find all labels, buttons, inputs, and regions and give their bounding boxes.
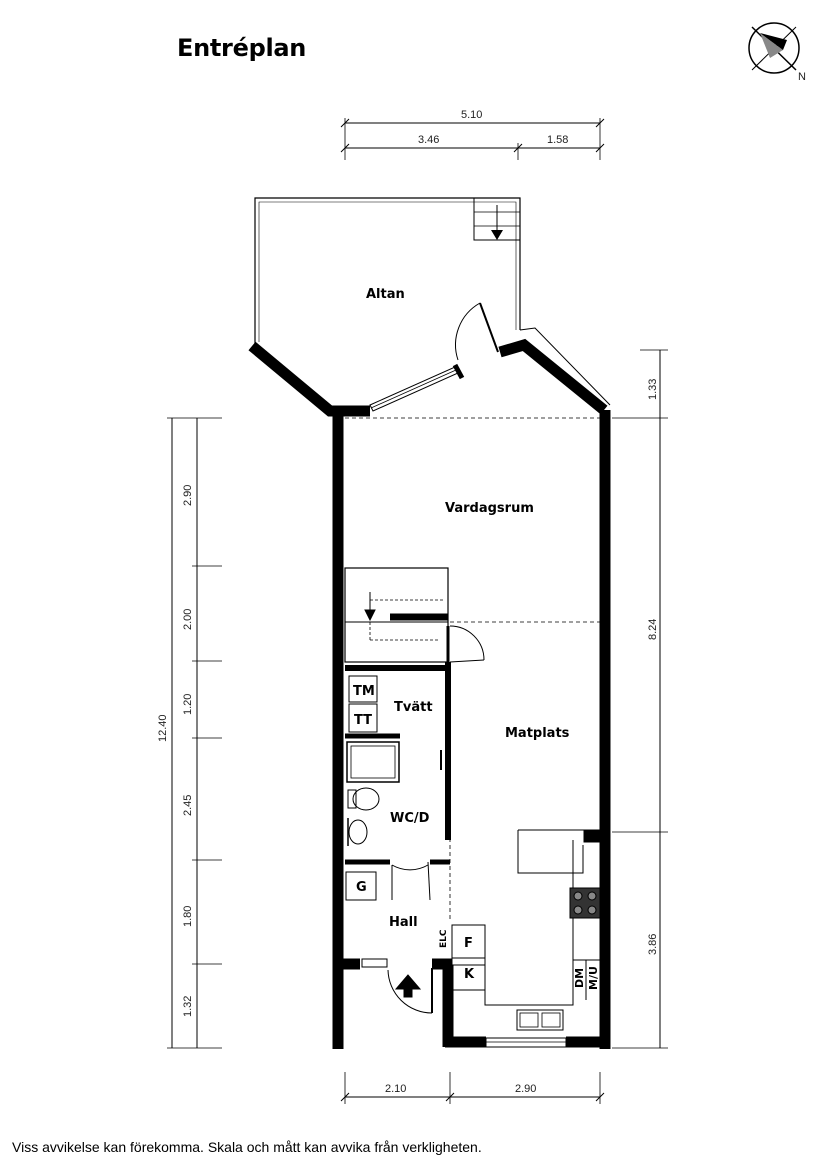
bottom-dimensions: 2.10 2.90 bbox=[340, 1072, 605, 1104]
appliance-elc: ELC bbox=[439, 929, 449, 948]
altan-window bbox=[369, 363, 465, 412]
compass-label: N bbox=[798, 71, 806, 83]
dim-right-3: 3.86 bbox=[647, 934, 659, 955]
exterior-walls bbox=[248, 338, 611, 1049]
dim-right-2: 8.24 bbox=[647, 619, 659, 640]
disclaimer-text: Viss avvikelse kan förekomma. Skala och … bbox=[12, 1139, 482, 1155]
dim-left-total: 12.40 bbox=[157, 714, 169, 742]
left-dimensions: 12.40 2.90 2.00 1.20 2.45 1.80 1.32 bbox=[157, 417, 222, 1049]
room-label-hall: Hall bbox=[389, 915, 418, 930]
dim-right-1: 1.33 bbox=[647, 379, 659, 400]
appliance-k: K bbox=[464, 967, 475, 982]
dim-bottom-right: 2.90 bbox=[515, 1083, 536, 1095]
room-label-matplats: Matplats bbox=[505, 726, 570, 741]
appliance-tt: TT bbox=[354, 713, 372, 728]
appliance-g: G bbox=[356, 880, 367, 895]
appliance-f: F bbox=[464, 936, 473, 951]
appliance-tm: TM bbox=[353, 684, 375, 699]
altan-door bbox=[455, 302, 499, 361]
top-dimensions: 5.10 3.46 1.58 bbox=[340, 109, 605, 160]
altan-deck bbox=[254, 197, 611, 406]
dim-top-total: 5.10 bbox=[461, 109, 482, 121]
interior-walls bbox=[344, 567, 601, 1048]
dim-left-4: 2.45 bbox=[182, 795, 194, 816]
right-dimensions: 1.33 8.24 3.86 bbox=[612, 349, 668, 1049]
dim-left-6: 1.32 bbox=[182, 996, 194, 1017]
dim-top-left: 3.46 bbox=[418, 134, 439, 146]
dim-left-2: 2.00 bbox=[182, 609, 194, 630]
appliance-mu: M/U bbox=[587, 966, 600, 990]
dim-left-1: 2.90 bbox=[182, 485, 194, 506]
dim-top-right: 1.58 bbox=[547, 134, 568, 146]
room-separators bbox=[345, 417, 600, 920]
compass-icon: N bbox=[748, 22, 806, 83]
appliance-dm: DM bbox=[573, 968, 586, 988]
room-label-vardagsrum: Vardagsrum bbox=[445, 501, 534, 516]
room-label-wcd: WC/D bbox=[390, 811, 430, 826]
page-title: Entréplan bbox=[177, 34, 307, 62]
dim-left-5: 1.80 bbox=[182, 906, 194, 927]
room-label-tvatt: Tvätt bbox=[394, 700, 433, 715]
room-label-altan: Altan bbox=[366, 287, 405, 302]
dim-bottom-left: 2.10 bbox=[385, 1083, 406, 1095]
dim-left-3: 1.20 bbox=[182, 694, 194, 715]
